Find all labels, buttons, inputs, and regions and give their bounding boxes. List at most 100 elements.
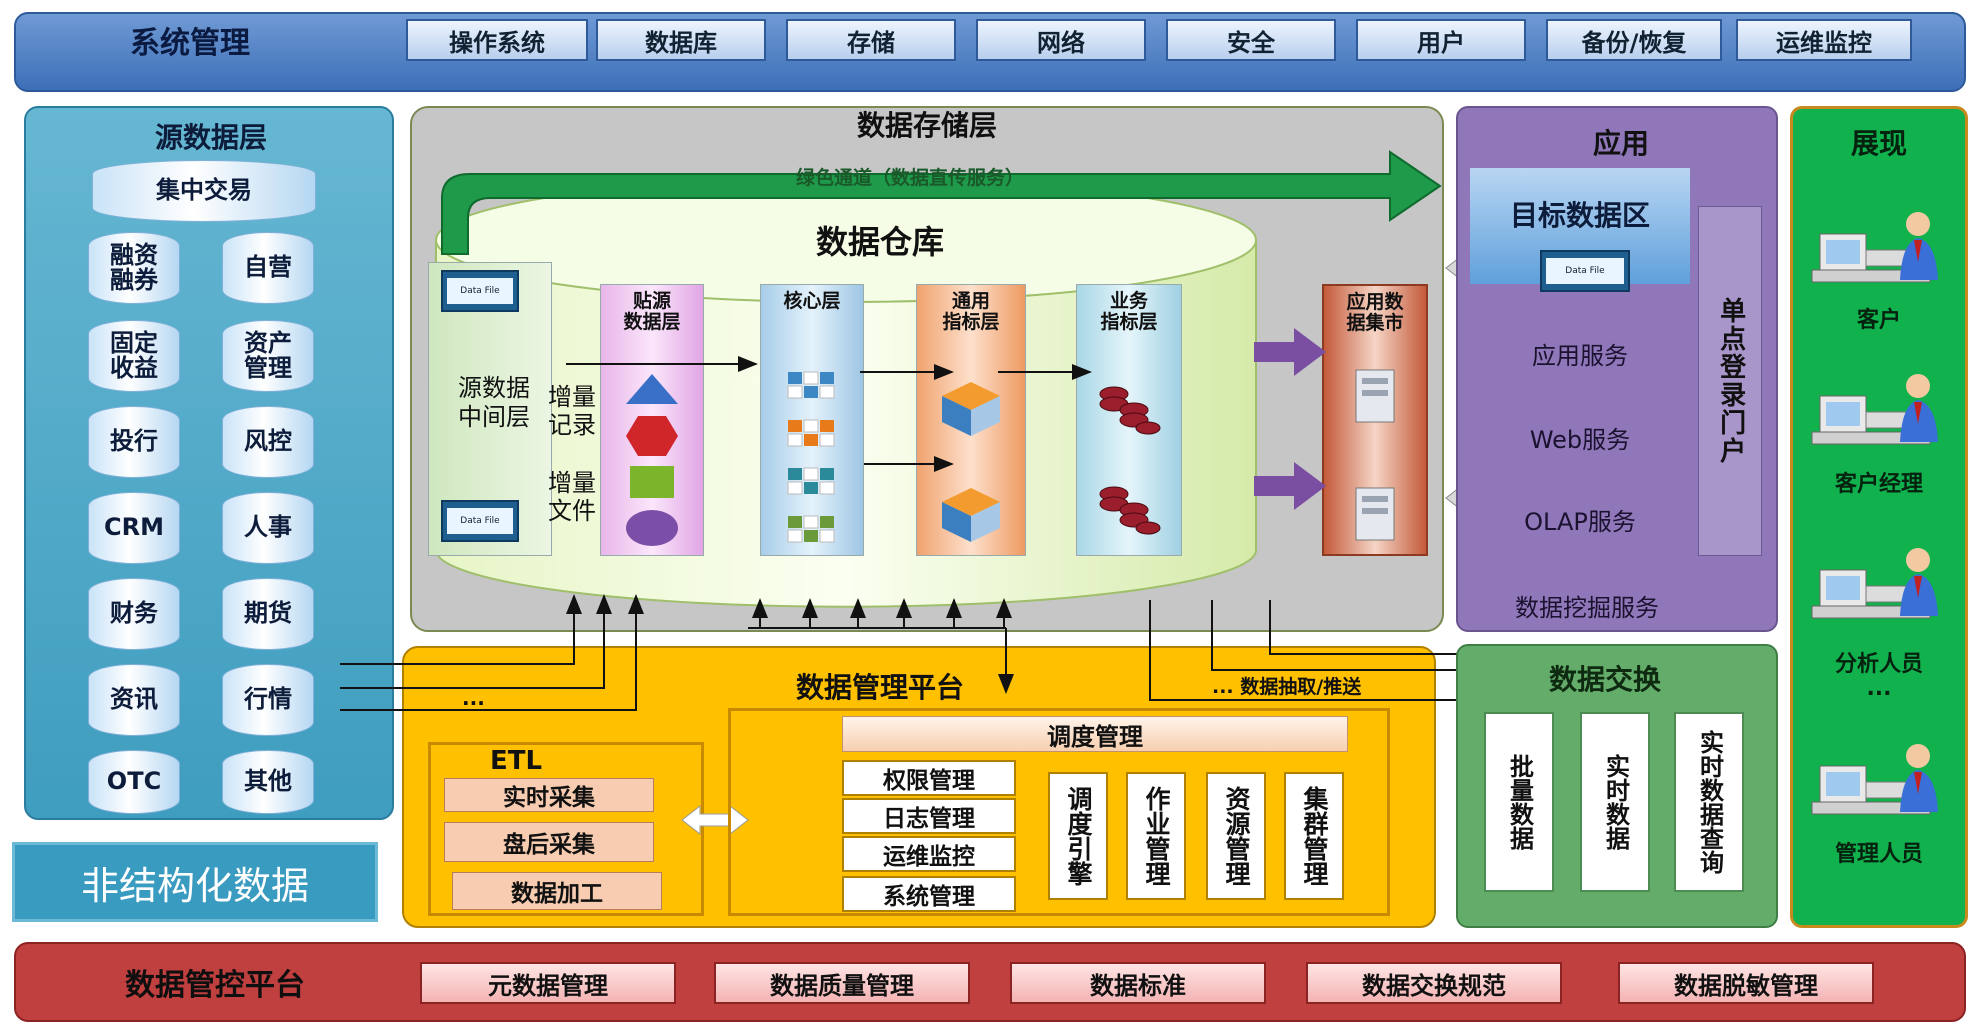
system-management-title: 系统管理 <box>130 26 250 61</box>
data-control-platform-title: 数据管控平台 <box>125 968 305 1003</box>
business-indicator-icons <box>1099 386 1161 535</box>
source-proprietary: 自营 <box>222 232 314 304</box>
purple-arrow-icon <box>1254 328 1326 376</box>
job-mgmt[interactable]: 作业管理 <box>1126 772 1186 900</box>
etl-title: ETL <box>489 746 543 776</box>
ctrl-metadata-mgmt[interactable]: 元数据管理 <box>420 962 676 1004</box>
ops-monitor[interactable]: 运维监控 <box>842 836 1016 872</box>
sys-item-ops-monitor[interactable]: 运维监控 <box>1736 19 1912 61</box>
data-exchange-title: 数据交换 <box>1548 663 1661 696</box>
web-service-label: Web服务 <box>1529 425 1631 454</box>
schedule-engine[interactable]: 调度引擎 <box>1048 772 1108 900</box>
ctrl-data-standard[interactable]: 数据标准 <box>1010 962 1266 1004</box>
computer-user-icon <box>1811 744 1938 815</box>
user-customer: 客户 <box>1856 308 1901 333</box>
ods-layer-title: 贴源 数据层 <box>623 290 681 333</box>
sys-item-security[interactable]: 安全 <box>1166 19 1336 61</box>
data-file-icon: Data File <box>1540 250 1630 292</box>
etl-data-processing[interactable]: 数据加工 <box>452 872 662 910</box>
cluster-mgmt[interactable]: 集群管理 <box>1284 772 1344 900</box>
ods-shape-icons <box>626 374 678 546</box>
server-icons <box>1355 369 1395 541</box>
management-platform-title: 数据管理平台 <box>795 671 964 704</box>
purple-arrow-icon <box>1254 462 1326 510</box>
app-service-label: 应用服务 <box>1532 341 1628 370</box>
common-indicator-title: 通用 指标层 <box>942 290 1000 333</box>
permission-mgmt[interactable]: 权限管理 <box>842 760 1016 796</box>
source-central-trading: 集中交易 <box>92 160 316 222</box>
target-data-zone-title: 目标数据区 <box>1509 199 1650 232</box>
core-layer-title: 核心层 <box>783 290 841 312</box>
core-layer-col: 核心层 <box>760 284 864 556</box>
computer-user-icon <box>1811 212 1938 283</box>
source-risk-control: 风控 <box>222 406 314 478</box>
sys-item-database[interactable]: 数据库 <box>596 19 766 61</box>
user-manager: 管理人员 <box>1834 842 1923 867</box>
ctrl-data-masking-mgmt[interactable]: 数据脱敏管理 <box>1618 962 1874 1004</box>
data-file-icon: Data File <box>441 500 519 542</box>
olap-service-label: OLAP服务 <box>1524 507 1636 536</box>
source-hr: 人事 <box>222 492 314 564</box>
data-mining-label: 数据挖掘服务 <box>1515 593 1659 622</box>
increment-record-label: 增量 记录 <box>548 383 596 439</box>
etl-double-arrow-icon <box>681 804 749 836</box>
source-otc: OTC <box>88 750 180 814</box>
database-stack-icon <box>1099 486 1161 535</box>
server-icon <box>1355 487 1395 541</box>
rubik-cube-icon <box>942 382 1000 436</box>
ctrl-data-exchange-spec[interactable]: 数据交换规范 <box>1306 962 1562 1004</box>
source-asset-mgmt: 资产 管理 <box>222 320 314 392</box>
computer-user-icon <box>1811 374 1938 445</box>
etl-after-hours-collect[interactable]: 盘后采集 <box>444 822 654 862</box>
computer-user-icon <box>1811 548 1938 619</box>
user-account-manager: 客户经理 <box>1834 472 1923 497</box>
source-investment-bank: 投行 <box>88 406 180 478</box>
source-ellipsis: ... <box>462 686 485 710</box>
blue-cube-icon <box>787 371 835 399</box>
source-fixed-income: 固定 收益 <box>88 320 180 392</box>
warehouse-flow-arrows <box>566 356 1092 472</box>
green-channel-label: 绿色通道（数据直传服务） <box>795 166 1024 189</box>
business-indicator-title: 业务 指标层 <box>1100 290 1158 333</box>
sys-item-network[interactable]: 网络 <box>976 19 1146 61</box>
batch-data[interactable]: 批量数据 <box>1484 712 1554 892</box>
common-indicator-icons <box>942 382 1000 542</box>
source-middle-layer-label: 源数据 中间层 <box>458 374 530 431</box>
circle-icon <box>626 510 678 546</box>
source-margin-trading: 融资 融券 <box>88 232 180 304</box>
source-info: 资讯 <box>88 664 180 736</box>
system-mgmt[interactable]: 系统管理 <box>842 876 1016 912</box>
rubik-cube-icon <box>942 488 1000 542</box>
etl-realtime-collect[interactable]: 实时采集 <box>444 778 654 812</box>
display-title: 展现 <box>1850 127 1907 160</box>
source-finance: 财务 <box>88 578 180 650</box>
etl-box <box>428 742 704 916</box>
sys-item-user[interactable]: 用户 <box>1356 19 1526 61</box>
log-mgmt[interactable]: 日志管理 <box>842 798 1016 834</box>
data-file-icon: Data File <box>441 270 519 312</box>
sso-portal[interactable]: 单点登录门户 <box>1698 206 1762 556</box>
source-futures: 期货 <box>222 578 314 650</box>
ctrl-data-quality-mgmt[interactable]: 数据质量管理 <box>714 962 970 1004</box>
source-market-quotes: 行情 <box>222 664 314 736</box>
database-stack-icon <box>1099 386 1161 435</box>
triangle-icon <box>626 374 678 404</box>
server-icon <box>1355 369 1395 423</box>
orange-cube-icon <box>787 419 835 447</box>
warehouse-title: 数据仓库 <box>815 223 944 261</box>
sys-item-storage[interactable]: 存储 <box>786 19 956 61</box>
resource-mgmt[interactable]: 资源管理 <box>1206 772 1266 900</box>
storage-layer-title: 数据存储层 <box>856 109 997 142</box>
realtime-data-query[interactable]: 实时数据查询 <box>1674 712 1744 892</box>
users-ellipsis: ... <box>1866 675 1892 701</box>
sys-item-backup[interactable]: 备份/恢复 <box>1546 19 1722 61</box>
green-channel-arrow <box>441 150 1442 255</box>
unstructured-data-box: 非结构化数据 <box>12 842 378 922</box>
core-cube-icons <box>787 371 835 543</box>
realtime-data[interactable]: 实时数据 <box>1580 712 1650 892</box>
sys-item-os[interactable]: 操作系统 <box>406 19 588 61</box>
scheduling-mgmt[interactable]: 调度管理 <box>842 716 1348 752</box>
source-layer-title: 源数据层 <box>154 121 267 154</box>
application-title: 应用 <box>1592 127 1649 160</box>
user-analyst: 分析人员 <box>1834 652 1923 677</box>
